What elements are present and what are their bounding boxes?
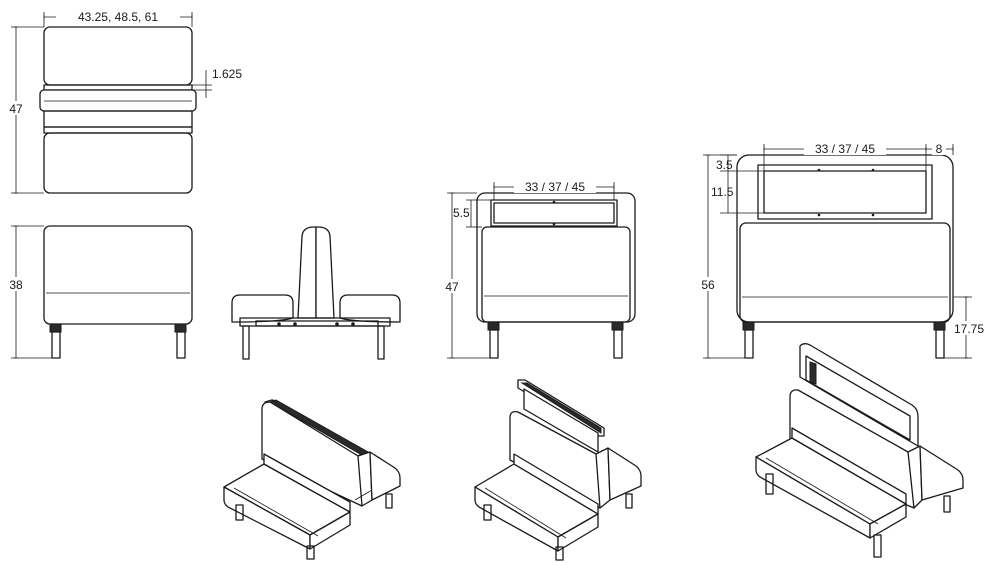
front-elevation-panel [476,192,636,359]
front-panel-height-label: 47 [445,280,459,294]
isometric-bench-short-panel [474,379,642,561]
tall-panel-width-label: 33 / 37 / 45 [815,142,875,156]
tall-panel-height-label: 11.5 [711,185,734,199]
front-panel-height-dimension: 47 [442,192,490,359]
front-elevation-tall [736,154,954,359]
tall-panel-side-label: 8 [936,142,943,156]
front-low-height-label: 38 [9,278,23,292]
panel-offset-label: 5.5 [453,206,470,220]
front-elevation-low [43,225,193,359]
plan-depth-dimension: 47 [6,26,44,194]
isometric-double-bench [223,399,401,560]
tall-panel-width-dimension: 33 / 37 / 45 8 [763,141,954,171]
tall-height-dimension: 56 [698,154,745,359]
side-elevation [231,226,401,360]
tall-height-label: 56 [701,278,715,292]
plan-width-dimension: 43.25, 48.5, 61 [43,9,193,27]
top-offset-label: 3.5 [716,158,733,172]
isometric-bench-tall-panel [755,343,964,558]
plan-gap-label: 1.625 [212,67,242,81]
front-low-height-dimension: 38 [6,225,52,359]
panel-width-label-small: 33 / 37 / 45 [525,180,585,194]
seat-height-dimension: 17.75 [944,296,991,359]
seat-height-label: 17.75 [954,322,984,336]
panel-offset-dimension: 5.5 [453,199,494,228]
plan-depth-label: 47 [9,102,23,116]
panel-width-dimension-small: 33 / 37 / 45 [493,179,615,200]
plan-width-label: 43.25, 48.5, 61 [78,10,158,24]
plan-view [39,26,197,194]
plan-gap-dimension: 1.625 [192,67,242,98]
